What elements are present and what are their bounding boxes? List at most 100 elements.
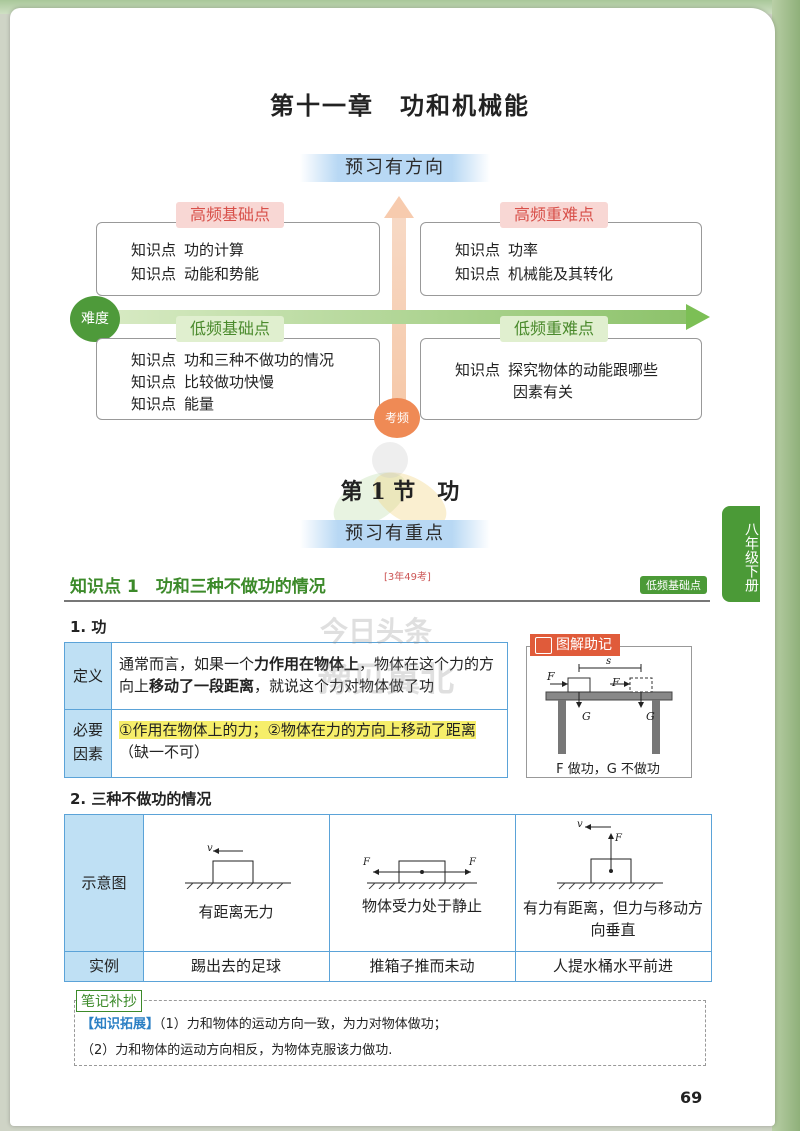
case2-caption: 物体受力处于静止	[361, 897, 482, 915]
kp-row: 知识点功的计算	[131, 239, 244, 260]
case3-caption: 有力有距离，但力与移动方向垂直	[523, 899, 704, 939]
figure-tag: 图解助记	[530, 634, 620, 656]
table-force-diagram	[545, 664, 673, 754]
kp-text: 功率	[508, 241, 539, 259]
subsection-work-title: 1. 功	[70, 618, 107, 636]
case3-example-wrap: 人提水桶水平前进	[515, 955, 711, 976]
definition-table: 定义 通常而言，如果一个力作用在物体上，物体在这个力的方向上移动了一段距离，就说…	[64, 642, 508, 778]
kp-row: 知识点功率	[455, 239, 538, 260]
frequency-arrow-head	[384, 196, 414, 218]
kp-label: 知识点	[455, 265, 501, 283]
page-number: 69	[680, 1088, 703, 1107]
definition-emphasis: 力作用在物体上	[254, 655, 360, 673]
case2-caption-wrap: 物体受力处于静止	[329, 895, 515, 916]
kp-label: 知识点	[131, 373, 177, 391]
kp-label: 知识点	[455, 241, 501, 259]
case1-caption: 有距离无力	[198, 903, 274, 921]
case1-example: 踢出去的足球	[190, 957, 281, 975]
definition-text-part: ，就说这个力对物体做了功	[254, 677, 435, 695]
notes-title: 笔记补抄	[76, 990, 142, 1012]
case2-diagram	[367, 860, 477, 889]
difficulty-arrow-head	[686, 304, 710, 330]
case2-example: 推箱子推而未动	[369, 957, 475, 975]
figure-caption: F 做功，G 不做功	[556, 762, 660, 777]
low-hard-label: 低频重难点	[500, 316, 609, 342]
kp-label: 知识点	[131, 395, 177, 413]
logo-watermark	[333, 442, 447, 528]
notes-box: 【知识拓展】（1）力和物体的运动方向一致，为力对物体做功； （2）力和物体的运动…	[74, 1000, 706, 1066]
kp-text: 功和三种不做功的情况	[184, 351, 335, 369]
case1-example-wrap: 踢出去的足球	[143, 955, 329, 976]
kp-row: 因素有关	[513, 381, 573, 402]
gravity-label-g2: G	[646, 710, 655, 723]
diagram-row-label: 示意图	[65, 815, 143, 951]
notes-line-1: 【知识拓展】（1）力和物体的运动方向一致，为力对物体做功；	[81, 1013, 447, 1032]
velocity-label: v	[577, 819, 583, 830]
exam-frequency-note: [3年49考]	[384, 572, 431, 583]
example-row-label: 实例	[65, 952, 143, 981]
chapter-title: 第十一章 功和机械能	[270, 92, 530, 120]
knowledge-point-title: 知识点 1 功和三种不做功的情况	[70, 577, 326, 597]
definition-text-part: ，物体在这个力的方向上	[119, 655, 495, 695]
section-title: 第 1 节 功	[340, 479, 460, 505]
kp-text: 比较做功快慢	[184, 373, 275, 391]
kp-label: 知识点	[455, 361, 501, 379]
kp-row: 知识点功和三种不做功的情况	[131, 349, 334, 370]
case1-caption-wrap: 有距离无力	[143, 901, 329, 922]
gravity-label-g1: G	[582, 710, 591, 723]
kp-label: 知识点	[131, 265, 177, 283]
table-divider	[143, 815, 144, 981]
kp-row: 知识点机械能及其转化	[455, 263, 613, 284]
elements-highlight: ①作用在物体上的力；②物体在力的方向上移动了距离	[119, 721, 476, 739]
quadrant-high-basic: 知识点功的计算 知识点动能和势能	[96, 222, 380, 296]
elements-label: 必要 因素	[65, 710, 111, 777]
low-basic-tag: 低频基础点	[640, 576, 707, 594]
grade-side-tab: 八年级下册	[722, 506, 760, 602]
kp-label: 知识点	[131, 241, 177, 259]
force-label-f2: F	[469, 857, 476, 868]
distance-label: s	[606, 656, 612, 667]
elements-label-line: 必要	[72, 721, 103, 739]
definition-text-part: 通常而言，如果一个	[119, 655, 255, 673]
kp-row: 知识点能量	[131, 393, 214, 414]
table-divider	[515, 815, 516, 981]
kp-row: 知识点动能和势能	[131, 263, 259, 284]
table-divider	[65, 951, 711, 952]
elements-label-line: 因素	[72, 745, 103, 763]
definition-emphasis: 移动了一段距离	[149, 677, 255, 695]
case1-diagram	[185, 848, 291, 889]
notes-line-1-text: （1）力和物体的运动方向一致，为力对物体做功；	[159, 1017, 447, 1032]
definition-text: 通常而言，如果一个力作用在物体上，物体在这个力的方向上移动了一段距离，就说这个力…	[119, 653, 501, 697]
kp-row: 知识点比较做功快慢	[131, 371, 274, 392]
section-rule	[64, 600, 710, 602]
elements-rest: （缺一不可）	[119, 743, 210, 761]
velocity-label: v	[207, 843, 213, 854]
case3-example: 人提水桶水平前进	[552, 957, 673, 975]
kp-label: 知识点	[131, 351, 177, 369]
kp-text: 功的计算	[184, 241, 245, 259]
no-work-table: 示意图 实例 v 有距离无力 踢出去的足球 F F 物体受力处于静止 推箱子推而…	[64, 814, 712, 982]
high-basic-label: 高频基础点	[176, 202, 285, 228]
quadrant-high-hard: 知识点功率 知识点机械能及其转化	[420, 222, 702, 296]
subsection-no-work-title: 2. 三种不做功的情况	[70, 790, 212, 808]
high-hard-label: 高频重难点	[500, 202, 609, 228]
table-divider	[65, 709, 507, 710]
quadrant-low-basic: 知识点功和三种不做功的情况 知识点比较做功快慢 知识点能量	[96, 338, 380, 420]
definition-label: 定义	[65, 643, 111, 709]
frequency-circle: 考频	[374, 398, 420, 438]
kp-text: 动能和势能	[184, 265, 260, 283]
preview-key-ribbon: 预习有重点	[300, 520, 490, 548]
table-divider	[111, 643, 112, 777]
notes-line-2: （2）力和物体的运动方向相反，为物体克服该力做功.	[81, 1043, 393, 1058]
case2-example-wrap: 推箱子推而未动	[329, 955, 515, 976]
force-label-f2: F	[612, 676, 620, 689]
low-basic-label: 低频基础点	[176, 316, 285, 342]
watermark-line-1: 今日头条	[320, 615, 433, 648]
kp-text: 探究物体的动能跟哪些	[508, 361, 659, 379]
notes-tag: 【知识拓展】	[81, 1017, 160, 1032]
difficulty-circle: 难度	[70, 296, 120, 342]
case3-caption-wrap: 有力有距离，但力与移动方向垂直	[523, 897, 703, 941]
quadrant-low-hard: 知识点探究物体的动能跟哪些 因素有关	[420, 338, 702, 420]
watermark-line-2: 豫见冀北	[318, 660, 454, 700]
kp-row: 知识点探究物体的动能跟哪些	[455, 359, 658, 380]
